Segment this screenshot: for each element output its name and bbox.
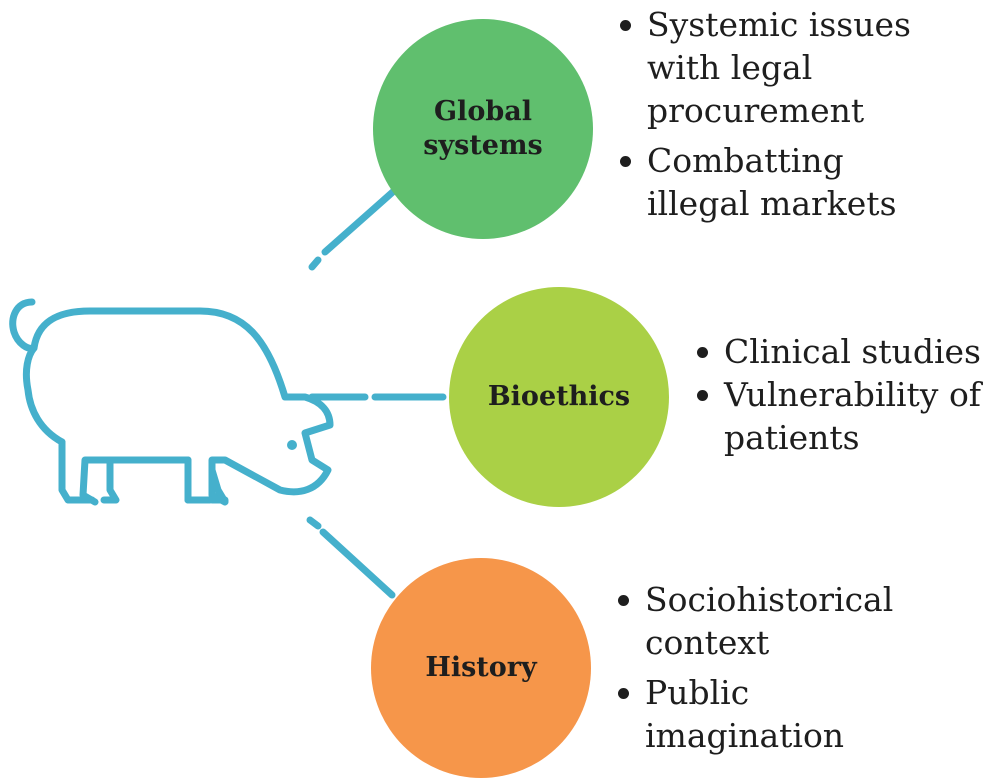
node-bioethics: Bioethics (449, 287, 669, 507)
list-item: Clinical studies (697, 330, 981, 373)
pig-body-outline (22, 307, 334, 506)
pig-legs (58, 438, 228, 504)
pig-tail (9, 298, 38, 352)
pig-eye (287, 440, 297, 450)
connector-global-dash (308, 256, 322, 271)
connector-history-dash (306, 516, 322, 530)
connector-history (319, 528, 396, 599)
connector-global (321, 186, 399, 256)
node-history: History (371, 558, 591, 778)
